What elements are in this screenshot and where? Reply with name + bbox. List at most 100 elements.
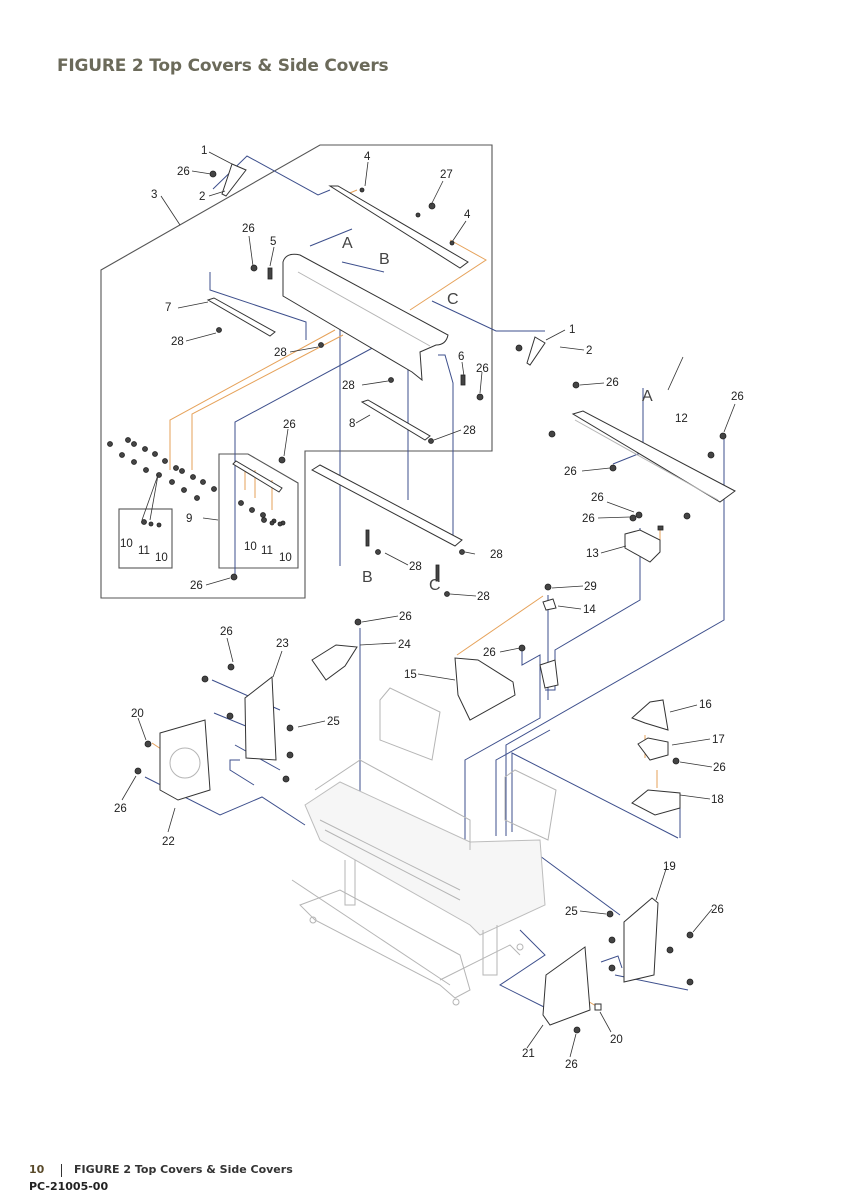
board-17: [637, 737, 669, 761]
ref-mark-c-top: C: [447, 291, 459, 308]
callout-26: 26: [565, 1059, 578, 1071]
callout-1: 1: [569, 324, 575, 336]
callout-15: 15: [404, 669, 417, 681]
strip-7: [206, 297, 276, 337]
bushing-dots: [107, 437, 286, 528]
callout-20: 20: [131, 708, 144, 720]
cable-15: [454, 657, 516, 721]
callout-11: 11: [138, 545, 150, 557]
ref-mark-a-top: A: [342, 235, 353, 252]
callout-10: 10: [120, 538, 133, 550]
callout-10: 10: [155, 552, 168, 564]
detail-box-9: [218, 453, 299, 569]
cover-12: [571, 410, 736, 503]
callout-4: 4: [464, 209, 471, 221]
callout-25: 25: [327, 716, 340, 728]
callout-3: 3: [151, 189, 157, 201]
assembly-3-boundary: [100, 144, 493, 599]
board-18: [631, 789, 681, 816]
ref-mark-b-top: B: [379, 251, 390, 268]
arm-part-1-right: [526, 336, 546, 366]
callout-20: 20: [610, 1034, 623, 1046]
callout-26: 26: [177, 166, 190, 178]
callout-4: 4: [364, 151, 371, 163]
callout-2: 2: [586, 345, 592, 357]
top-cover-main: [282, 253, 449, 382]
callout-26: 26: [564, 466, 577, 478]
left-side-parts: [134, 618, 362, 801]
callout-labels: 1 26 2 3 4 27 4 26 5 7 28 28 28 6 26 8 2…: [114, 145, 744, 1071]
callout-17: 17: [712, 734, 725, 746]
callout-24: 24: [398, 639, 411, 651]
callout-21: 21: [522, 1048, 535, 1060]
strip-8: [360, 399, 431, 441]
callout-1: 1: [201, 145, 207, 157]
callout-26: 26: [591, 492, 604, 504]
callout-28: 28: [409, 561, 422, 573]
callout-14: 14: [583, 604, 596, 616]
right-side-covers: [542, 897, 694, 1034]
cover-19: [623, 897, 659, 983]
callout-6: 6: [458, 351, 464, 363]
callout-28: 28: [171, 336, 184, 348]
hinge-part: [539, 659, 559, 689]
callout-11: 11: [261, 545, 273, 557]
callout-9: 9: [186, 513, 192, 525]
callout-leaders: [121, 151, 736, 1058]
orange-connector-lines: [151, 189, 661, 1007]
callout-26: 26: [114, 803, 127, 815]
callout-28: 28: [274, 347, 287, 359]
ref-mark-a-right: A: [642, 388, 653, 405]
right-parts: [454, 336, 736, 816]
top-cover-parts: [206, 163, 484, 597]
callout-26: 26: [483, 647, 496, 659]
bracket-24: [311, 644, 358, 681]
callout-22: 22: [162, 836, 175, 848]
page-footer: 10 FIGURE 2 Top Covers & Side Covers: [29, 1163, 293, 1177]
callout-10: 10: [279, 552, 292, 564]
callout-26: 26: [283, 419, 296, 431]
callout-2: 2: [199, 191, 205, 203]
callout-26: 26: [399, 611, 412, 623]
cable-16: [631, 699, 669, 731]
part-14: [542, 598, 557, 611]
callout-10: 10: [244, 541, 257, 553]
callout-5: 5: [270, 236, 276, 248]
strip-9: [232, 460, 283, 493]
ref-mark-c-bottom: C: [429, 577, 441, 594]
lower-frame: [311, 464, 463, 547]
cover-21: [542, 946, 591, 1026]
document-code: PC-21005-00: [29, 1180, 109, 1193]
callout-23: 23: [276, 638, 289, 650]
callout-26: 26: [476, 363, 489, 375]
callout-12: 12: [675, 413, 688, 425]
callout-28: 28: [490, 549, 503, 561]
callout-26: 26: [713, 762, 726, 774]
callout-26: 26: [242, 223, 255, 235]
callout-26: 26: [190, 580, 203, 592]
callout-27: 27: [440, 169, 453, 181]
callout-16: 16: [699, 699, 712, 711]
callout-29: 29: [584, 581, 597, 593]
cover-22: [159, 719, 211, 801]
callout-7: 7: [165, 302, 171, 314]
rail-part: [328, 185, 469, 269]
bracket-13: [624, 529, 661, 563]
figure-title: FIGURE 2 Top Covers & Side Covers: [57, 56, 389, 76]
callout-26: 26: [606, 377, 619, 389]
callout-26: 26: [731, 391, 744, 403]
callout-18: 18: [711, 794, 724, 806]
callout-26: 26: [220, 626, 233, 638]
footer-running-title: FIGURE 2 Top Covers & Side Covers: [74, 1163, 293, 1176]
cover-23: [244, 676, 277, 761]
callout-8: 8: [349, 418, 355, 430]
callout-28: 28: [477, 591, 490, 603]
page-number: 10: [29, 1163, 45, 1176]
callout-28: 28: [342, 380, 355, 392]
callout-19: 19: [663, 861, 676, 873]
callout-13: 13: [586, 548, 599, 560]
callout-26: 26: [582, 513, 595, 525]
printer-body-ghost: [291, 687, 557, 1006]
callout-26: 26: [711, 904, 724, 916]
